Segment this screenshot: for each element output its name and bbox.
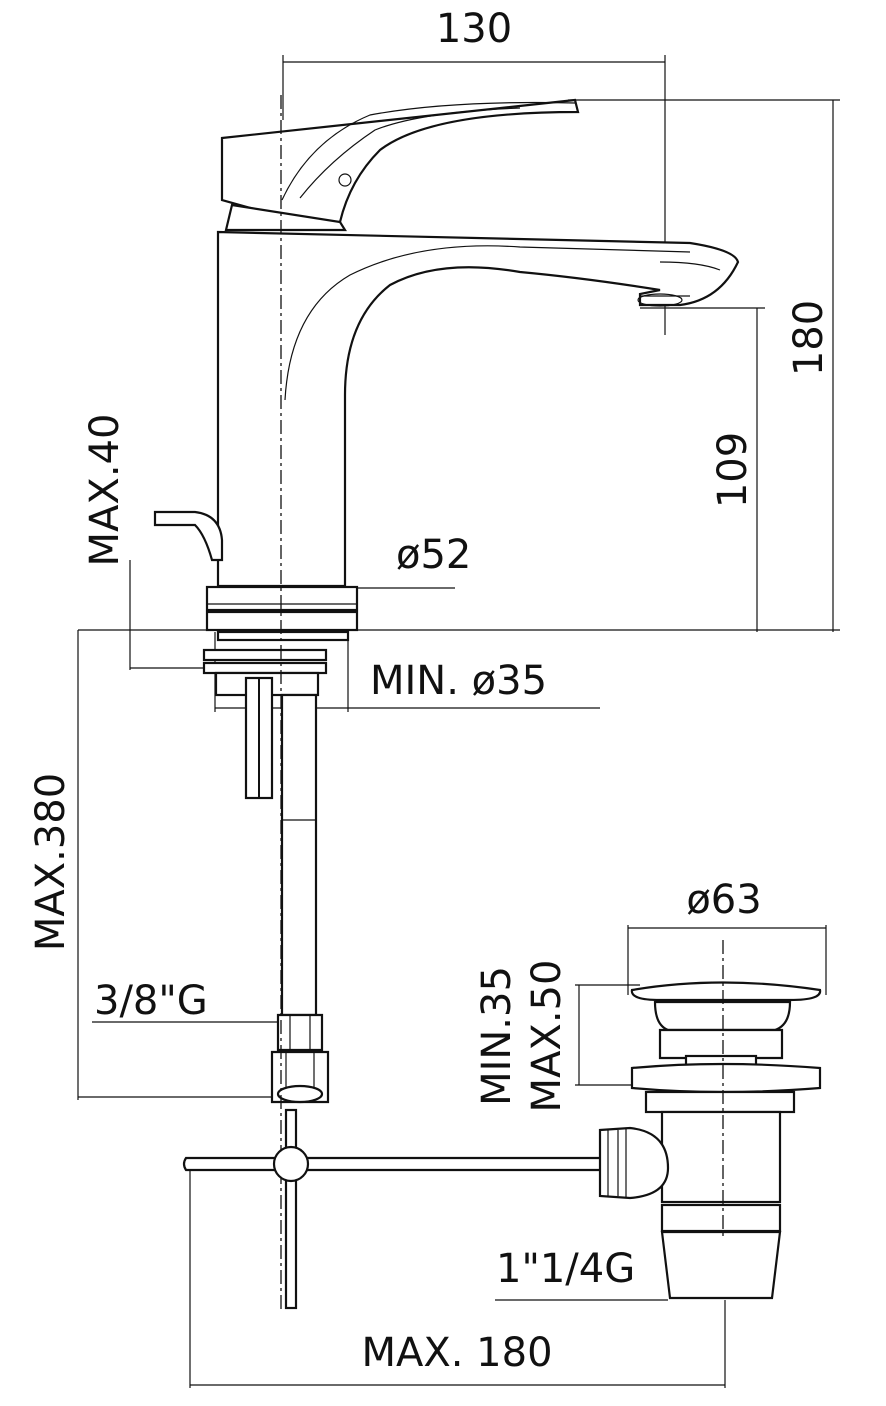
waste-locknut xyxy=(630,1062,822,1094)
pop-up-waste xyxy=(598,940,822,1300)
dim-180: 180 xyxy=(786,300,832,376)
dim-min-hole: MIN. ø35 xyxy=(370,658,547,704)
dim-130: 130 xyxy=(436,6,512,52)
dimension-lines xyxy=(77,55,840,1388)
flexible-hose xyxy=(280,693,318,1017)
base-ring xyxy=(205,585,359,612)
lever-handle xyxy=(220,98,580,224)
dim-hose-thread: 3/8"G xyxy=(94,978,208,1024)
dim-waste-min: MIN.35 xyxy=(474,966,520,1106)
spout xyxy=(216,230,740,588)
popup-linkage xyxy=(182,1108,642,1310)
dim-max-40: MAX.40 xyxy=(82,414,128,567)
dim-waste-thread: 1"1/4G xyxy=(496,1246,635,1292)
dim-max-380: MAX.380 xyxy=(28,773,74,951)
dim-base-diameter: ø52 xyxy=(396,532,471,578)
popup-lever xyxy=(153,510,224,562)
faucet-body xyxy=(153,95,740,1310)
hose-nut xyxy=(276,1013,324,1052)
dim-waste-diameter: ø63 xyxy=(686,877,761,923)
dim-waste-max: MAX.50 xyxy=(524,960,570,1113)
dim-max-180: MAX. 180 xyxy=(361,1330,552,1376)
waste-flange xyxy=(630,981,822,1002)
linkage-ball xyxy=(272,1145,310,1183)
dim-109: 109 xyxy=(710,432,756,508)
overflow-connector xyxy=(598,1126,670,1200)
dimension-labels: 130 180 109 MAX.40 ø52 MIN. ø35 MAX.380 … xyxy=(28,6,832,1376)
